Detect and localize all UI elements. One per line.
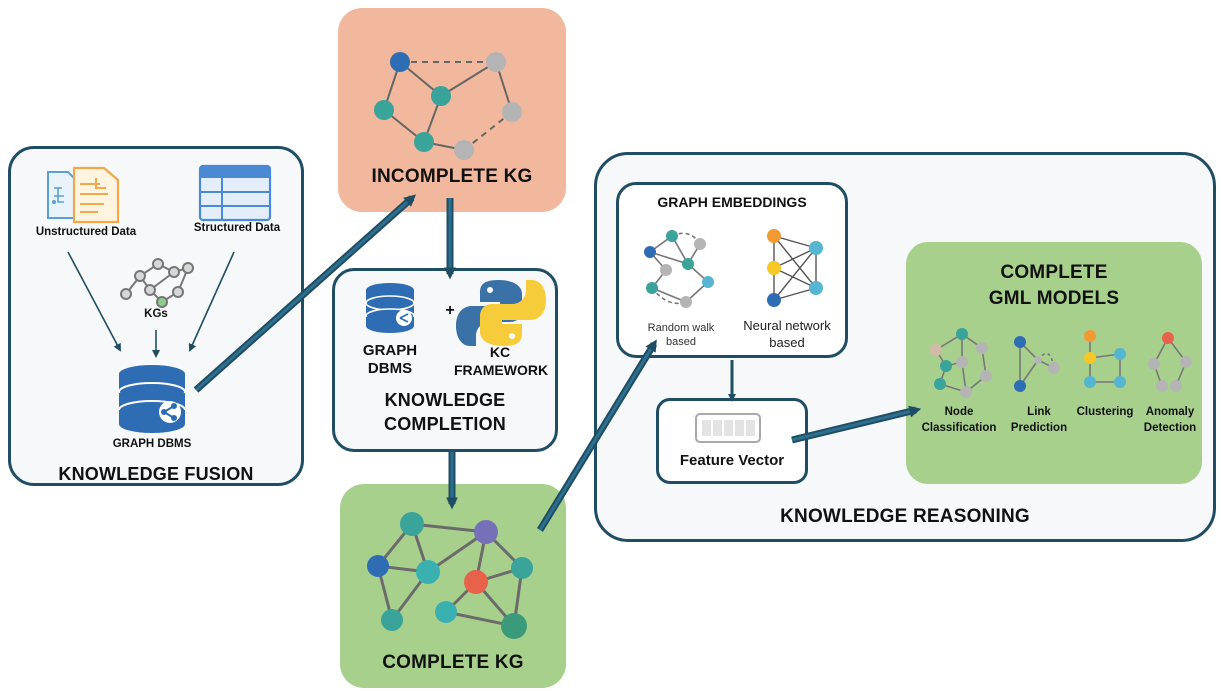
neural-network-label-line2: based bbox=[769, 335, 805, 350]
task-anomaly-line1: Anomaly bbox=[1145, 406, 1195, 418]
gml-title-line1: COMPLETE bbox=[1000, 262, 1108, 283]
task-anomaly-line2: Detection bbox=[1143, 422, 1197, 434]
feature-vector-panel bbox=[656, 398, 808, 484]
kgs-label: KGs bbox=[144, 308, 168, 320]
knowledge-reasoning-title: KNOWLEDGE REASONING bbox=[780, 506, 1030, 527]
fusion-dbms-label: GRAPH DBMS bbox=[112, 438, 192, 450]
plus-sign: + bbox=[445, 302, 455, 319]
task-link-line1: Link bbox=[1027, 406, 1051, 418]
gml-title-line2: GML MODELS bbox=[988, 288, 1120, 309]
random-walk-label-line2: based bbox=[666, 336, 696, 348]
kc-line2: FRAMEWORK bbox=[454, 362, 549, 378]
complete-kg-title: COMPLETE KG bbox=[382, 652, 524, 673]
graph-embeddings-title: GRAPH EMBEDDINGS bbox=[657, 194, 807, 210]
knowledge-completion-title-line2: COMPLETION bbox=[384, 414, 506, 434]
incomplete-kg-title: INCOMPLETE KG bbox=[371, 166, 533, 187]
knowledge-completion-title-line1: KNOWLEDGE bbox=[384, 390, 506, 410]
structured-data-label: Structured Data bbox=[193, 222, 281, 234]
task-node-line1: Node bbox=[944, 406, 974, 418]
kc-line1: KC bbox=[489, 344, 511, 360]
task-clustering-line1: Clustering bbox=[1076, 406, 1134, 418]
completion-dbms-line2: DBMS bbox=[367, 360, 413, 377]
task-node-line2: Classification bbox=[921, 422, 997, 434]
unstructured-data-label: Unstructured Data bbox=[35, 226, 137, 238]
task-link-line2: Prediction bbox=[1010, 422, 1068, 434]
completion-dbms-line1: GRAPH bbox=[362, 342, 418, 359]
random-walk-label-line1: Random walk bbox=[647, 322, 715, 334]
knowledge-fusion-title: KNOWLEDGE FUSION bbox=[58, 464, 254, 484]
feature-vector-label: Feature Vector bbox=[679, 452, 785, 469]
neural-network-label-line1: Neural network bbox=[743, 318, 831, 333]
